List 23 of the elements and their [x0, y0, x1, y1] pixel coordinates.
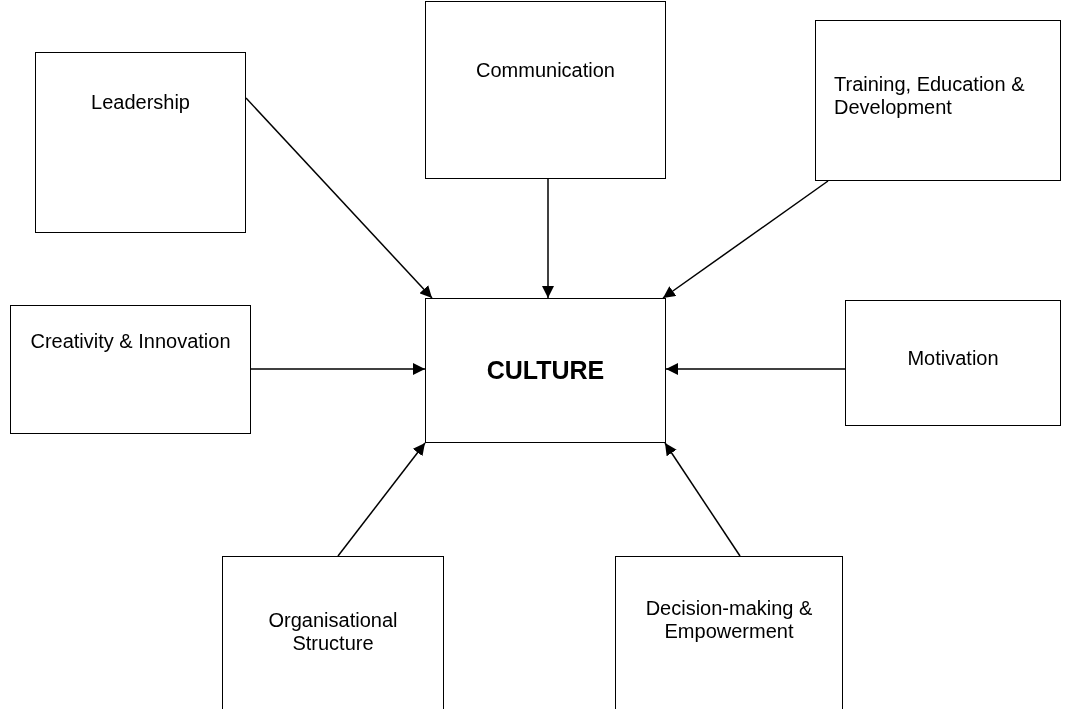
central-box — [425, 298, 666, 443]
arrow — [662, 180, 829, 299]
arrow — [665, 363, 846, 375]
factor-box — [815, 20, 1061, 181]
box-label: Decision-making & Empowerment — [644, 597, 814, 643]
box-label: Leadership — [90, 91, 191, 114]
box-label: Communication — [475, 59, 616, 82]
box-label: CULTURE — [485, 355, 606, 385]
box-label: Creativity & Innovation — [29, 330, 232, 353]
box-label: Motivation — [906, 347, 1000, 370]
factor-box — [222, 556, 444, 709]
arrow — [664, 442, 741, 557]
arrow — [542, 178, 554, 299]
box-label: Training, Education & Development — [833, 73, 1026, 119]
arrow — [245, 97, 433, 299]
arrow — [250, 363, 426, 375]
factor-box — [845, 300, 1061, 426]
factor-box — [615, 556, 843, 709]
box-label: Organisational Structure — [267, 609, 399, 655]
arrow — [337, 442, 426, 557]
factor-box — [10, 305, 251, 434]
factor-box — [425, 1, 666, 179]
factor-box — [35, 52, 246, 233]
